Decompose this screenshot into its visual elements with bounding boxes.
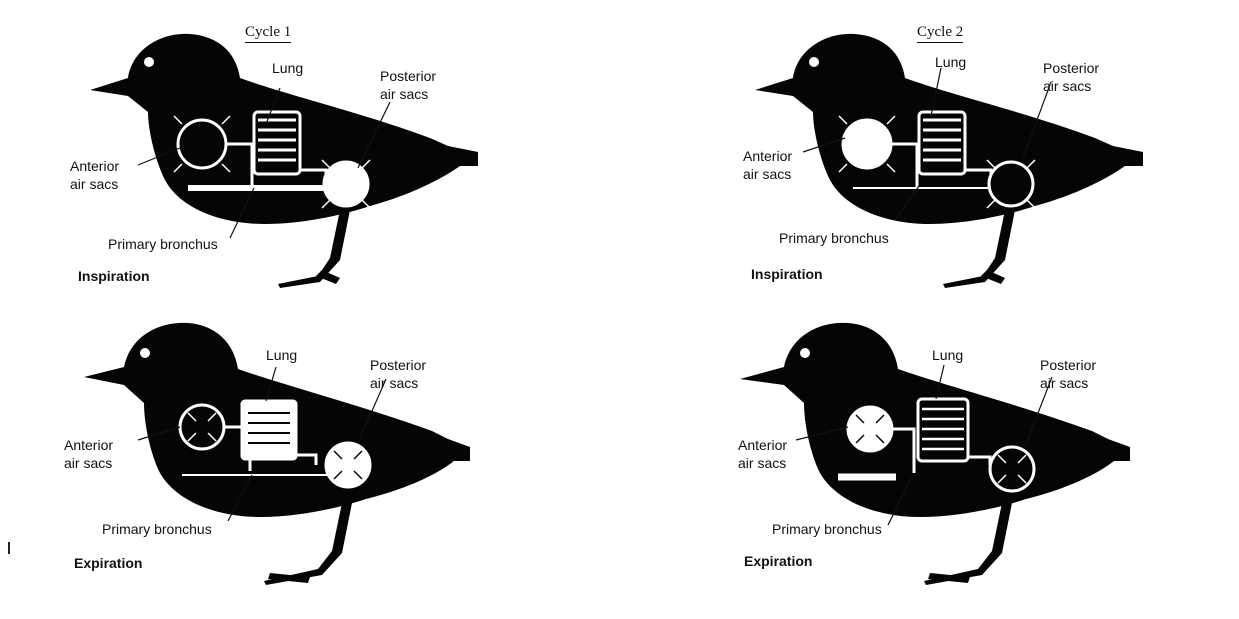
posterior-label-2: air sacs xyxy=(370,375,418,392)
anterior-label-1: Anterior xyxy=(738,437,787,454)
bird-eye xyxy=(144,57,154,67)
posterior-label-1: Posterior xyxy=(1040,357,1096,374)
bronchus-label: Primary bronchus xyxy=(102,521,212,538)
bronchus-label: Primary bronchus xyxy=(108,236,218,253)
phase-label: Inspiration xyxy=(78,268,150,284)
panel-cycle2-inspiration: Cycle 2 Lung Posterior air sacs Anterior… xyxy=(705,20,1239,320)
bronchus-label: Primary bronchus xyxy=(772,521,882,538)
anterior-label-1: Anterior xyxy=(64,437,113,454)
phase-label: Inspiration xyxy=(751,266,823,282)
phase-label: Expiration xyxy=(74,555,142,571)
panel-cycle1-inspiration: Cycle 1 Lung Posterior air sacs Anterior… xyxy=(40,20,600,320)
posterior-label-1: Posterior xyxy=(380,68,436,85)
posterior-label-2: air sacs xyxy=(1043,78,1091,95)
scan-edge-mark xyxy=(8,542,10,554)
panel-cycle2-expiration: Lung Posterior air sacs Anterior air sac… xyxy=(700,315,1239,615)
bird-eye xyxy=(140,348,150,358)
bronchus-label: Primary bronchus xyxy=(779,230,889,247)
posterior-label-2: air sacs xyxy=(380,86,428,103)
lung-label: Lung xyxy=(272,60,303,77)
anterior-label-2: air sacs xyxy=(743,166,791,183)
lung-label: Lung xyxy=(266,347,297,364)
anterior-label-1: Anterior xyxy=(70,158,119,175)
anterior-label-2: air sacs xyxy=(70,176,118,193)
bird-eye xyxy=(800,348,810,358)
bird-eye xyxy=(809,57,819,67)
anterior-label-1: Anterior xyxy=(743,148,792,165)
cycle-label: Cycle 1 xyxy=(245,24,291,43)
posterior-label-1: Posterior xyxy=(370,357,426,374)
anterior-label-2: air sacs xyxy=(738,455,786,472)
anterior-label-2: air sacs xyxy=(64,455,112,472)
lung-label: Lung xyxy=(932,347,963,364)
panel-cycle1-expiration: Lung Posterior air sacs Anterior air sac… xyxy=(40,315,600,615)
posterior-label-2: air sacs xyxy=(1040,375,1088,392)
cycle-label: Cycle 2 xyxy=(917,24,963,43)
lung-label: Lung xyxy=(935,54,966,71)
posterior-label-1: Posterior xyxy=(1043,60,1099,77)
phase-label: Expiration xyxy=(744,553,812,569)
